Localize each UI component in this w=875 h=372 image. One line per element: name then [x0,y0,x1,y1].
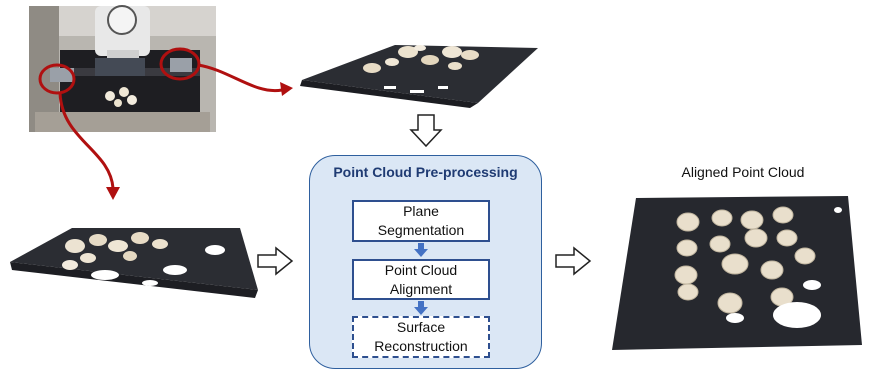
red-arrow-right-camera [197,63,283,93]
aligned-point-cloud-title: Aligned Point Cloud [681,164,805,180]
red-arrowhead-down [106,187,120,200]
red-arrowhead-right [280,82,293,96]
red-arrow-left-camera [58,92,115,189]
step-point-cloud-alignment: Point Cloud Alignment [352,259,490,300]
step-label: Plane Segmentation [377,203,465,238]
step-label: Point Cloud Alignment [384,261,458,297]
point-cloud-top [300,45,538,108]
hollow-arrow-down [409,114,443,148]
preprocessing-title: Point Cloud Pre-processing [333,164,518,180]
point-cloud-aligned [612,196,862,350]
hollow-arrow-right-2 [555,246,592,276]
hollow-arrow-right-1 [257,246,294,276]
step-label: Surface Reconstruction [374,319,468,354]
step-plane-segmentation: Plane Segmentation [352,200,490,242]
rig-photo [29,5,216,132]
step-surface-reconstruction: Surface Reconstruction [352,316,490,358]
point-cloud-left [10,228,258,298]
camera-marker-left [38,63,76,95]
